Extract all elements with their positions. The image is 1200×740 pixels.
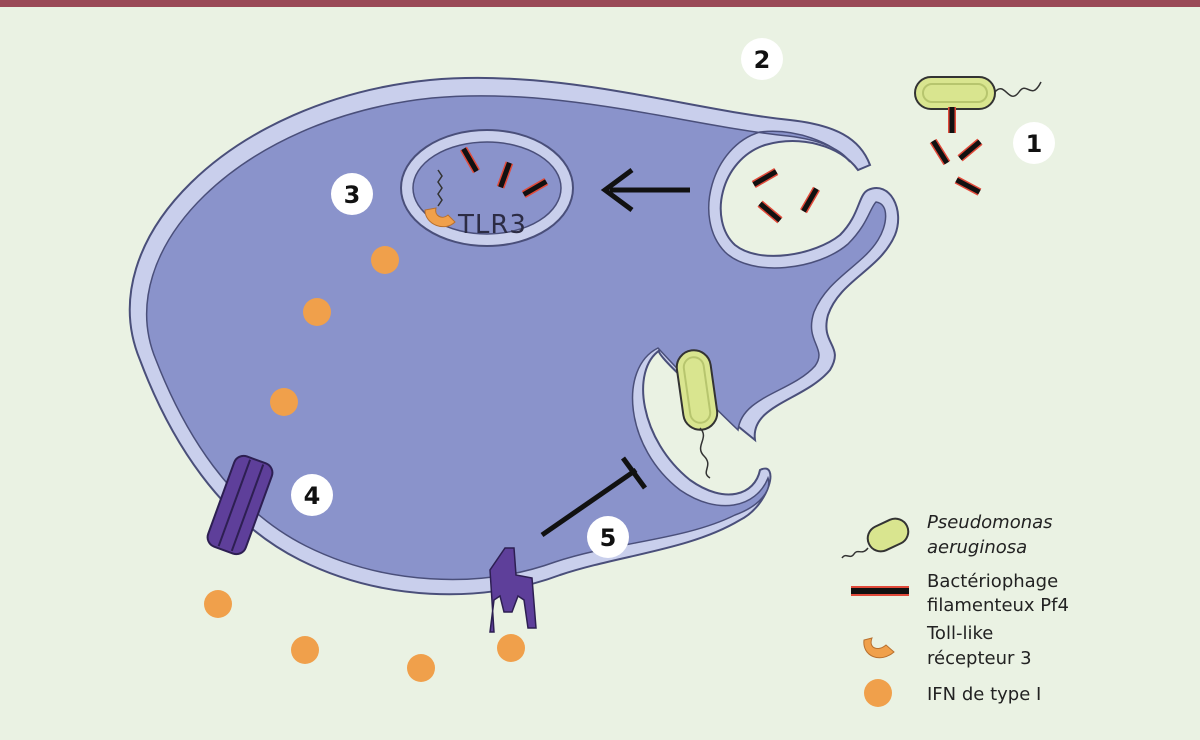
phage-group xyxy=(460,107,983,224)
tlr3-label: TLR3 xyxy=(457,210,527,240)
legend-ifn-label: IFN de type I xyxy=(927,684,1041,705)
legend-tlr3-icon xyxy=(863,637,895,659)
phage-icon xyxy=(460,146,480,174)
macrophage-cell xyxy=(128,76,900,596)
ifn-molecule xyxy=(270,388,298,416)
legend: Pseudomonas aeruginosa Bactériophage fil… xyxy=(841,512,1069,707)
phage-icon xyxy=(800,186,820,214)
phage-icon xyxy=(954,176,982,196)
phage-icon xyxy=(948,107,956,133)
ifn-group xyxy=(204,246,525,682)
ifn-molecule xyxy=(303,298,331,326)
step-badge-5: 5 xyxy=(587,516,629,558)
ifn-molecule xyxy=(371,246,399,274)
phage-icon xyxy=(496,161,514,189)
step-badge-2: 2 xyxy=(741,38,783,80)
svg-text:4: 4 xyxy=(304,482,321,510)
legend-phage-line2: filamenteux Pf4 xyxy=(927,595,1069,616)
legend-bacterium-icon xyxy=(841,517,910,559)
ifn-molecule xyxy=(407,654,435,682)
ifn-molecule xyxy=(204,590,232,618)
svg-text:5: 5 xyxy=(600,524,617,552)
legend-receptor-line1: Toll-like xyxy=(926,623,993,644)
phage-icon xyxy=(957,138,983,162)
step-badge-4: 4 xyxy=(291,474,333,516)
svg-text:3: 3 xyxy=(344,181,361,209)
extracellular-bacterium xyxy=(914,76,1042,110)
top-border xyxy=(0,0,1200,7)
phage-icon xyxy=(751,168,779,188)
step-badge-1: 1 xyxy=(1013,122,1055,164)
inhibition-arrow xyxy=(540,456,648,538)
ifn-receptor-icon xyxy=(489,547,537,633)
uptake-arrow xyxy=(600,167,690,213)
cytoplasm xyxy=(145,95,887,581)
phage-icon xyxy=(929,138,951,166)
legend-bacterium-line1: Pseudomonas xyxy=(927,512,1053,533)
ifn-molecule xyxy=(497,634,525,662)
svg-text:2: 2 xyxy=(754,46,771,74)
membrane-channel-icon xyxy=(206,454,274,556)
legend-receptor-line2: récepteur 3 xyxy=(927,648,1032,669)
endosome: TLR3 xyxy=(400,129,574,247)
legend-ifn-icon xyxy=(864,679,892,707)
phage-icon xyxy=(757,200,783,224)
tlr3-receptor-icon xyxy=(424,169,456,228)
internalized-bacterium xyxy=(675,349,719,431)
phagosome-bacterium xyxy=(675,349,719,479)
legend-bacterium-line2: aeruginosa xyxy=(927,537,1027,558)
internalized-bacterium-flagellum xyxy=(699,427,711,479)
svg-text:1: 1 xyxy=(1026,130,1043,158)
ifn-molecule xyxy=(291,636,319,664)
phage-icon xyxy=(521,178,549,198)
legend-phage-line1: Bactériophage xyxy=(927,571,1058,592)
step-badge-3: 3 xyxy=(331,173,373,215)
legend-phage-icon xyxy=(851,586,909,596)
